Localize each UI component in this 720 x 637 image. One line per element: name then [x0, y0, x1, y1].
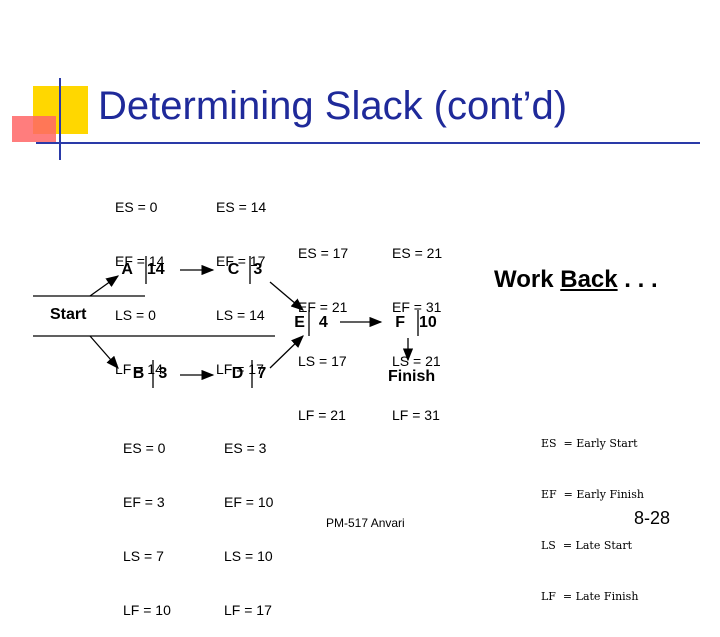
node-e-duration: 4 — [318, 314, 328, 331]
node-b-timing: ES = 0 EF = 3 LS = 7 LF = 10 — [123, 403, 171, 637]
node-a-timing: ES = 0 EF = 14 LS = 0 LF = 14 — [115, 162, 164, 396]
work-back-suffix: . . . — [617, 266, 658, 293]
node-e: E 4 — [276, 303, 346, 343]
node-f-es: ES = 21 — [392, 245, 443, 261]
arrow-start-to-b — [89, 335, 119, 369]
node-c-lf: LF = 17 — [216, 361, 264, 377]
arrow-d-to-e — [269, 335, 304, 369]
node-e-ef: EF = 21 — [298, 299, 348, 315]
node-c-ls: LS = 14 — [216, 307, 265, 323]
node-b-ls: LS = 7 — [123, 548, 164, 564]
slide-graphics — [12, 78, 700, 388]
node-c-timing: ES = 14 EF = 17 LS = 14 LF = 17 — [216, 162, 266, 396]
legend-lf: LF = Late Finish — [541, 590, 639, 603]
node-d-ls: LS = 10 — [224, 548, 273, 564]
node-e-lf: LF = 21 — [298, 407, 346, 423]
node-a-ef: EF = 14 — [115, 253, 165, 269]
arrow-c-to-e — [269, 281, 304, 311]
arrow-start-to-a — [89, 275, 120, 297]
node-a-es: ES = 0 — [115, 199, 158, 215]
work-back-prefix: Work — [494, 266, 561, 293]
node-a-lf: LF = 14 — [115, 361, 163, 377]
node-b-name: B — [132, 365, 145, 382]
node-b: B 3 — [115, 354, 185, 394]
node-e-name: E — [294, 314, 305, 331]
node-b-es: ES = 0 — [123, 440, 166, 456]
node-e-timing: ES = 17 EF = 21 LS = 17 LF = 21 — [298, 208, 348, 442]
legend-es: ES = Early Start — [541, 437, 638, 450]
node-e-es: ES = 17 — [298, 245, 349, 261]
node-a-duration: 14 — [146, 261, 165, 278]
node-b-ef: EF = 3 — [123, 494, 165, 510]
node-a: A 14 — [108, 250, 178, 290]
node-d: D 7 — [214, 354, 284, 394]
node-d-lf: LF = 17 — [224, 602, 272, 618]
work-back-link: Back — [560, 266, 618, 293]
node-d-ef: EF = 10 — [224, 494, 274, 510]
node-f-timing: ES = 21 EF = 31 LS = 21 LF = 31 — [392, 208, 442, 442]
node-c-duration: 3 — [253, 261, 263, 278]
node-f-duration: 10 — [418, 314, 437, 331]
node-b-lf: LF = 10 — [123, 602, 171, 618]
node-e-ls: LS = 17 — [298, 353, 347, 369]
node-f-name: F — [395, 314, 405, 331]
node-f-ef: EF = 31 — [392, 299, 442, 315]
node-c-es: ES = 14 — [216, 199, 267, 215]
node-a-ls: LS = 0 — [115, 307, 156, 323]
slide-title: Determining Slack (cont’d) — [98, 84, 568, 128]
decorative-red-square — [12, 116, 56, 142]
node-d-name: D — [231, 365, 244, 382]
node-a-name: A — [121, 261, 133, 278]
node-b-duration: 3 — [158, 365, 168, 382]
legend-ef: EF = Early Finish — [541, 488, 644, 501]
start-node: Start — [50, 306, 87, 323]
work-back-note: Work Back . . . — [494, 266, 658, 294]
node-c-name: C — [227, 261, 240, 278]
node-f-ls: LS = 21 — [392, 353, 441, 369]
node-f-lf: LF = 31 — [392, 407, 440, 423]
legend: ES = Early Start EF = Early Finish LS = … — [541, 401, 644, 622]
node-c-ef: EF = 17 — [216, 253, 266, 269]
node-f: F 10 — [381, 303, 451, 343]
footer-text: PM-517 Anvari — [326, 516, 405, 530]
node-d-es: ES = 3 — [224, 440, 267, 456]
node-d-duration: 7 — [257, 365, 267, 382]
node-c: C 3 — [210, 250, 280, 290]
node-d-timing: ES = 3 EF = 10 LS = 10 LF = 17 — [224, 403, 273, 637]
finish-node: Finish — [388, 368, 436, 385]
page-number: 8-28 — [634, 508, 671, 528]
